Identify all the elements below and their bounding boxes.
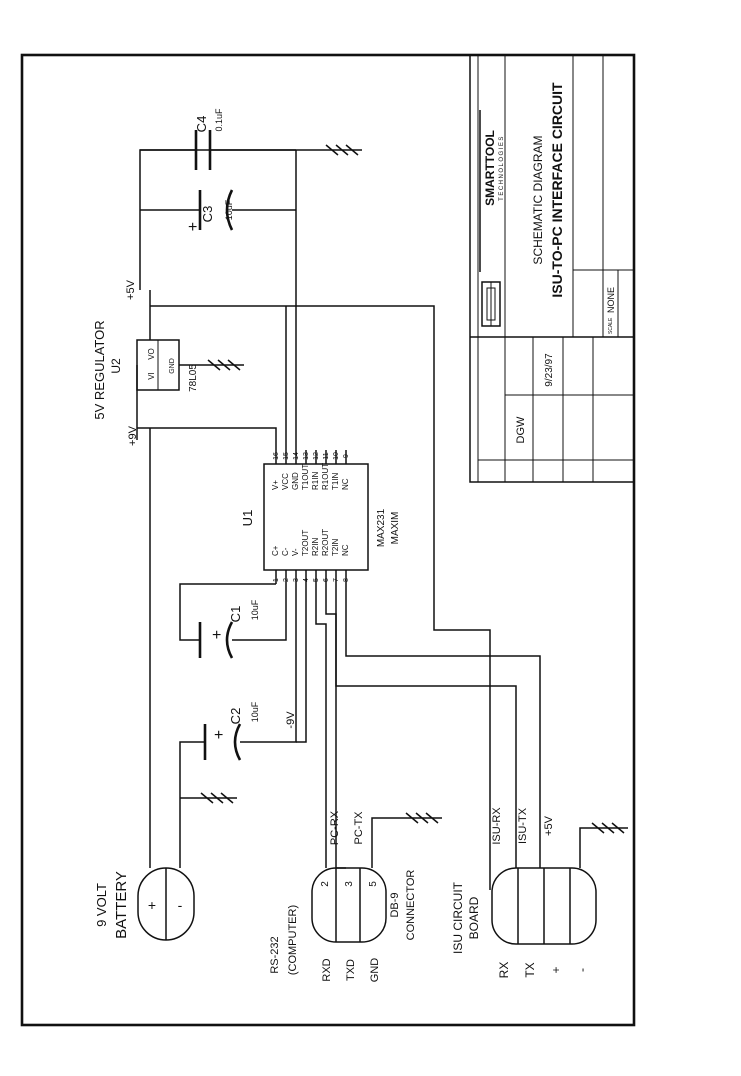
u1-maker: MAXIM xyxy=(390,512,401,545)
db9-signal-label: GND xyxy=(369,958,381,983)
u1-pin-label: C+ xyxy=(271,545,280,556)
isu-wire-label: +5V xyxy=(543,815,555,836)
db9-conn-line2: CONNECTOR xyxy=(405,870,417,941)
net-label-p9v: +9V xyxy=(127,425,139,446)
u2-pin-vi: VI xyxy=(147,372,156,380)
capacitor-c4: C4 0.1uF xyxy=(194,108,224,170)
u2-pin-vo: VO xyxy=(147,348,156,360)
company-name: SMARTTOOL xyxy=(483,130,497,206)
doc-type-label: SCHEMATIC DIAGRAM xyxy=(531,135,545,264)
isu-signal-label: + xyxy=(549,966,563,973)
ground-symbol xyxy=(591,822,629,834)
db9-header-line1: RS-232 xyxy=(269,936,281,973)
c2-value: 10uF xyxy=(250,701,260,722)
db9-header-line2: (COMPUTER) xyxy=(287,905,299,975)
c3-ref: C3 xyxy=(200,206,215,223)
db9-signal-label: RXD xyxy=(321,958,333,981)
isu-wire-label: ISU-TX xyxy=(517,807,529,844)
ground-symbol xyxy=(405,812,443,824)
c3-plus: + xyxy=(188,219,197,236)
u1-pin-label: V- xyxy=(291,548,300,556)
scale-value: NONE xyxy=(606,287,616,313)
company-logo-icon xyxy=(481,281,501,327)
capacitor-c1: + C1 10uF xyxy=(198,599,260,659)
db9-pin-number: 5 xyxy=(368,881,379,887)
c2-plus: + xyxy=(214,727,223,744)
u2-title: 5V REGULATOR xyxy=(92,320,107,419)
battery-line2: BATTERY xyxy=(113,871,130,939)
c4-value: 0.1uF xyxy=(214,108,224,132)
capacitor-c2: + C2 10uF xyxy=(203,701,260,761)
u1-pin-label: GND xyxy=(291,472,300,490)
battery-line1: 9 VOLT xyxy=(94,883,109,927)
u1-pin-label: T2OUT xyxy=(301,530,310,556)
isu-signal-label: - xyxy=(575,968,589,972)
u2-part: 78L05 xyxy=(188,364,199,392)
battery-connector: + - 9 VOLT BATTERY xyxy=(94,867,195,941)
u1-pin-label: T1OUT xyxy=(301,464,310,490)
db9-signal-label: TXD xyxy=(345,959,357,981)
u1-pin-label: V+ xyxy=(271,480,280,490)
c1-plus: + xyxy=(212,627,221,644)
db9-conn-line1: DB-9 xyxy=(389,892,401,917)
db9-wire-label: PC-RX xyxy=(329,810,341,845)
isu-line2: BOARD xyxy=(467,896,481,939)
scale-label: SCALE xyxy=(608,317,614,334)
isu-line1: ISU CIRCUIT xyxy=(451,881,465,954)
u1-pin-label: R1IN xyxy=(311,472,320,490)
u1-pin-label: R2IN xyxy=(311,538,320,556)
u1-max231: U1 MAX231 MAXIM C+1C-2V-3T2OUT4R2IN5R2OU… xyxy=(240,450,401,584)
battery-plus: + xyxy=(148,897,156,913)
ground-symbol xyxy=(325,144,363,156)
u1-pin-label: NC xyxy=(341,544,350,556)
net-label-m9v: -9V xyxy=(285,711,297,729)
u1-pin-label: R1OUT xyxy=(321,463,330,490)
capacitor-c3: + C3 10uF xyxy=(188,189,234,236)
u2-pin-gnd: GND xyxy=(169,358,176,374)
db9-pin-number: 3 xyxy=(344,881,355,887)
u2-ref: U2 xyxy=(109,358,123,374)
c4-ref: C4 xyxy=(194,116,209,133)
net-label-p5v: +5V xyxy=(125,279,137,300)
wiring xyxy=(136,149,596,890)
u1-pin-label: R2OUT xyxy=(321,529,330,556)
u1-pin-label: T2IN xyxy=(331,538,340,556)
isu-connector: RX ISU-RX TX ISU-TX + +5V - ISU CIRCUIT BOARD xyxy=(451,807,597,979)
u1-pin-label: VCC xyxy=(281,473,290,490)
c1-ref: C1 xyxy=(228,606,243,623)
title-block: SMARTTOOL TECHNOLOGIES SCHEMATIC DIAGRAM… xyxy=(469,54,635,483)
u1-ref: U1 xyxy=(240,510,255,527)
ground-symbol xyxy=(200,792,238,804)
doc-title: ISU-TO-PC INTERFACE CIRCUIT xyxy=(549,82,565,298)
c3-value: 10uF xyxy=(224,199,234,220)
u1-part: MAX231 xyxy=(376,508,387,547)
db9-pin-number: 2 xyxy=(320,881,331,887)
u2-regulator: 5V REGULATOR U2 78L05 VI VO GND xyxy=(92,320,199,419)
battery-minus: - xyxy=(178,897,183,913)
company-subtitle: TECHNOLOGIES xyxy=(499,135,505,201)
isu-signal-label: TX xyxy=(523,962,537,977)
u1-pin-label: T1IN xyxy=(331,472,340,490)
db9-wire-label: PC-TX xyxy=(353,811,365,845)
isu-wire-label: ISU-RX xyxy=(491,807,503,845)
drawing-border xyxy=(20,53,636,1027)
c1-value: 10uF xyxy=(250,599,260,620)
ground-symbol xyxy=(207,359,245,371)
u1-pin-label: NC xyxy=(341,478,350,490)
u1-pin-label: C- xyxy=(281,547,290,556)
drawn-by: DGW xyxy=(515,416,527,444)
isu-signal-label: RX xyxy=(497,962,511,979)
c2-ref: C2 xyxy=(228,708,243,725)
date-value: 9/23/97 xyxy=(544,353,555,387)
